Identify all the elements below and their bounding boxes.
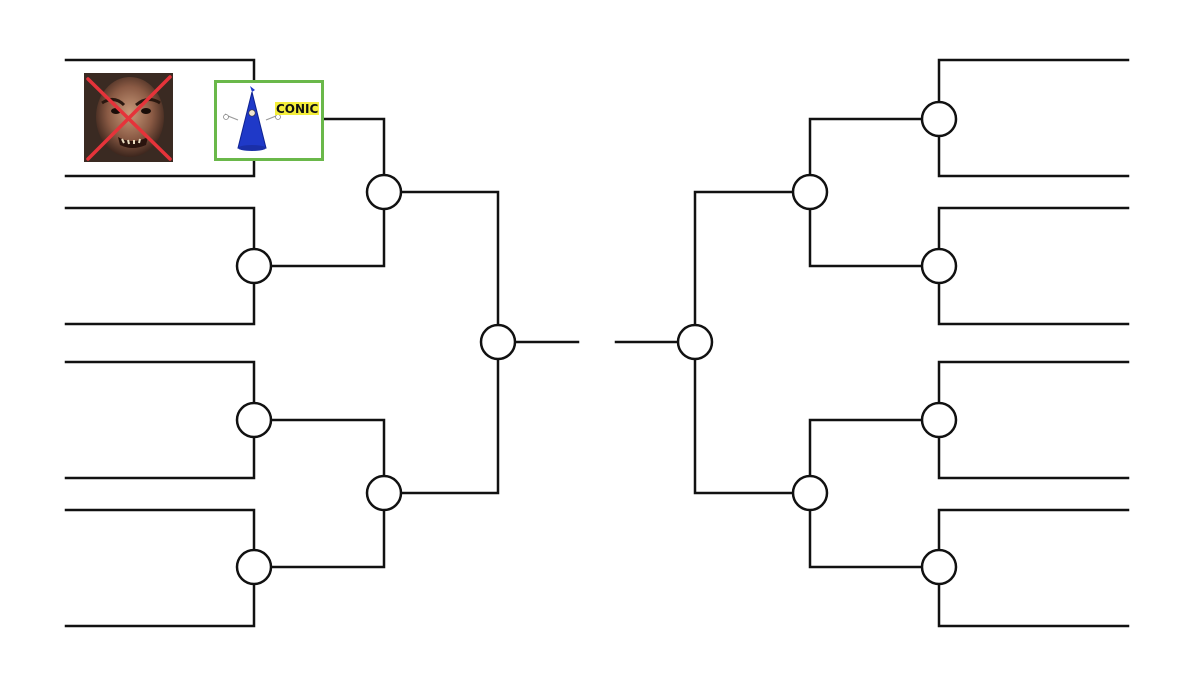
right-r2-node-top[interactable] [791,173,829,211]
entrant-label: CONIC [276,102,319,116]
label-highlight [275,102,319,115]
right-semifinal-node[interactable] [676,323,714,361]
left-slot-pair-2 [64,206,256,326]
right-slot-pair-2 [937,206,1130,326]
right-r1-node-2[interactable] [920,247,958,285]
teeth [121,138,141,145]
right-r1-node-1[interactable] [920,100,958,138]
eliminated-entrant-photo[interactable] [84,73,173,162]
right-r2-connector-bottom [808,418,941,569]
advanced-entrant-card[interactable]: CONIC [214,80,324,161]
right-r1-node-3[interactable] [920,401,958,439]
left-slot-pair-3 [64,360,256,480]
left-r2-connector-bottom [252,418,386,569]
wizard-icon [223,86,281,151]
left-r2-node-top[interactable] [365,173,403,211]
left-round2-lines [252,117,386,569]
left-r1-node-4[interactable] [235,548,273,586]
right-slot-pair-4 [937,508,1130,628]
left-slot-pair-4 [64,508,256,628]
match-nodes [235,100,958,586]
right-slot-pair-3 [937,360,1130,480]
brow-left [101,98,126,107]
right-round2-lines [808,117,941,569]
left-r2-node-bottom[interactable] [365,474,403,512]
winner-border [214,80,324,161]
right-round1-lines [937,58,1130,628]
left-r1-node-2[interactable] [235,247,273,285]
right-r2-node-bottom[interactable] [791,474,829,512]
eye-right [141,108,151,114]
right-r2-connector-top [808,117,941,268]
elimination-x-icon-stroke-2 [86,75,172,161]
left-semifinal-node[interactable] [479,323,517,361]
left-r1-node-3[interactable] [235,401,273,439]
right-r1-node-4[interactable] [920,548,958,586]
right-slot-pair-1 [937,58,1130,178]
